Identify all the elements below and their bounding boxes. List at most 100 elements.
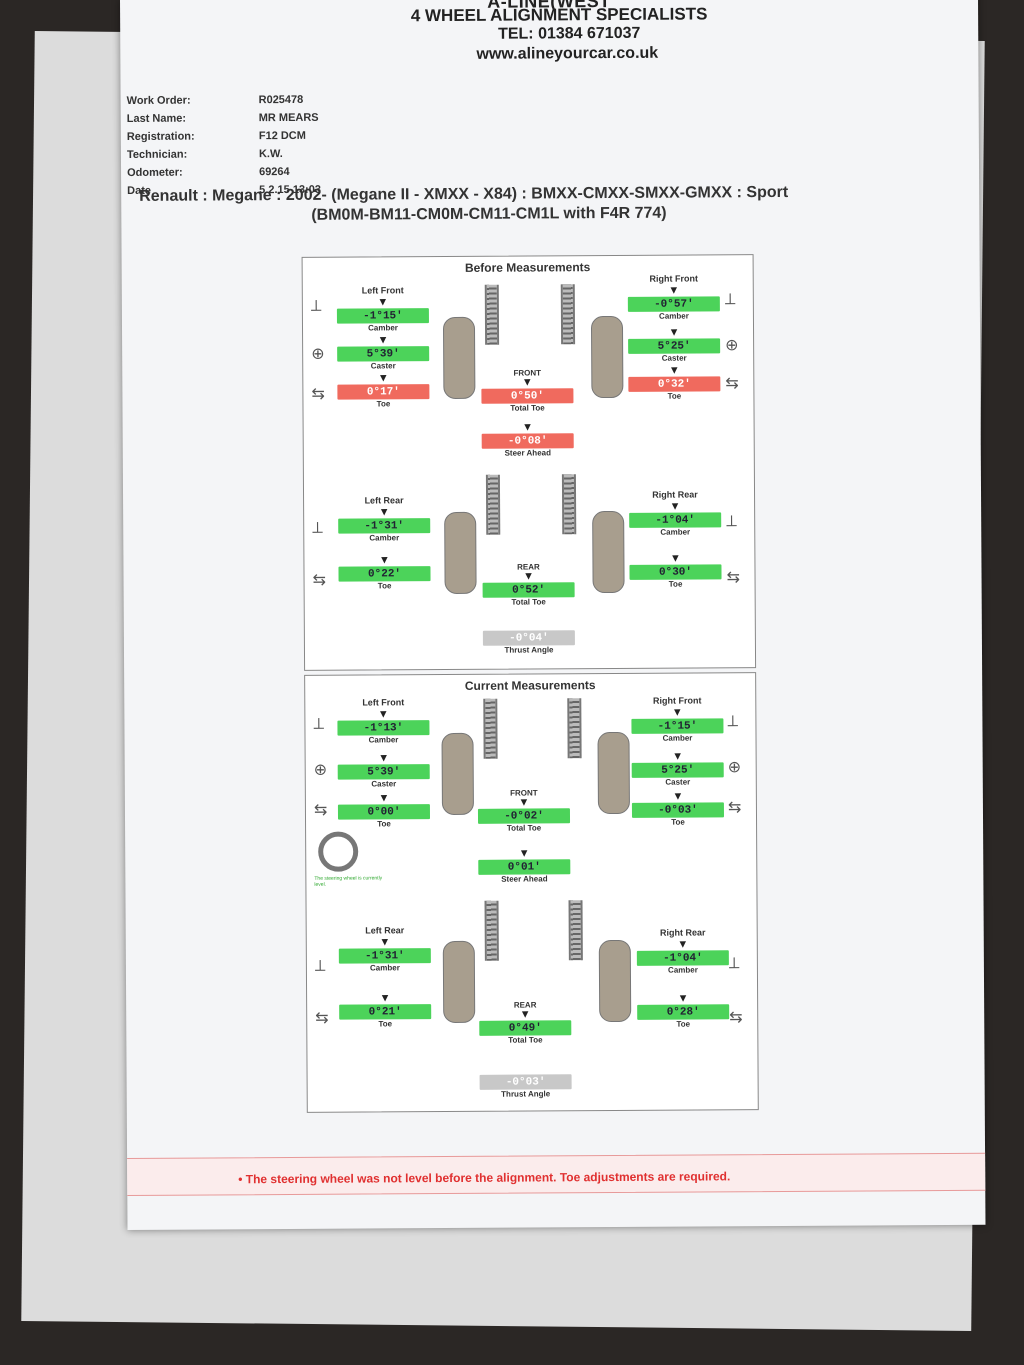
caster-icon: ⊕ <box>725 337 739 355</box>
rr-toe: ▼ 0°28' Toe <box>637 993 730 1029</box>
caster-icon: ⊕ <box>727 759 742 777</box>
measurement-value: 0°01' <box>478 859 571 875</box>
camber-icon: ⟂ <box>726 513 737 531</box>
toe-icon: ⇆ <box>313 801 328 819</box>
measurement-label: Thrust Angle <box>504 645 554 655</box>
measurement-value: -1°15' <box>631 718 724 734</box>
wheel-graphic <box>444 511 477 595</box>
measurement-label: Camber <box>368 735 399 745</box>
camber-icon: ⟂ <box>312 519 323 537</box>
lr-toe: ▼ 0°22' Toe <box>338 554 431 591</box>
rear-total-toe: REAR ▼ 0°52' Total Toe <box>482 562 575 607</box>
steer-ahead: ▼ 0°01' Steer Ahead <box>478 847 571 884</box>
measurement-value: 5°25' <box>631 762 724 778</box>
measurement-value: -0°03' <box>631 802 725 818</box>
strut-graphic <box>568 900 583 961</box>
measurement-label: Toe <box>378 1019 393 1029</box>
steering-wheel-icon <box>318 831 359 872</box>
measurement-value: -1°15' <box>336 308 429 324</box>
wheel-label: Right Front <box>653 695 702 706</box>
camber-icon: ⟂ <box>310 297 322 315</box>
wheel-graphic <box>441 732 474 816</box>
measurement-label: Steer Ahead <box>504 448 551 458</box>
vehicle-description: Renault : Megane : 2002- (Megane II - XM… <box>139 183 789 205</box>
camber-icon: ⟂ <box>728 955 740 973</box>
measurement-label: Toe <box>671 817 685 827</box>
front-total-toe: FRONT ▼ 0°50' Total Toe <box>481 368 574 413</box>
lf-caster: ▼ 5°39' Caster <box>337 752 430 789</box>
arrow-down-icon: ▼ <box>377 296 389 309</box>
arrow-down-icon: ▼ <box>378 554 390 567</box>
measurement-label: Total Toe <box>506 823 542 833</box>
arrow-down-icon: ▼ <box>518 847 530 860</box>
thrust-angle: -0°04' Thrust Angle <box>482 630 575 655</box>
arrow-down-icon: ▼ <box>668 326 680 339</box>
camber-icon: ⟂ <box>314 957 326 975</box>
arrow-down-icon: ▼ <box>377 372 389 385</box>
measurement-value: 0°32' <box>628 376 721 392</box>
rf-caster: ▼ 5°25' Caster <box>631 750 724 787</box>
rf-toe: ▼ -0°03' Toe <box>631 790 725 827</box>
arrow-down-icon: ▼ <box>523 570 535 583</box>
alignment-report-page: A-LINE(WEST 4 WHEEL ALIGNMENT SPECIALIST… <box>120 0 986 1230</box>
info-label: Work Order: <box>126 94 191 107</box>
lf-toe: ▼ 0°17' Toe <box>337 372 430 409</box>
wheel-label: Right Rear <box>652 489 698 500</box>
arrow-down-icon: ▼ <box>672 750 684 763</box>
measurement-label: Toe <box>676 1019 691 1029</box>
measurement-label: Camber <box>369 533 400 543</box>
lf-toe: ▼ 0°00' Toe <box>337 792 431 829</box>
info-value: 69264 <box>259 165 290 179</box>
info-value: F12 DCM <box>258 129 306 143</box>
strut-graphic <box>485 474 501 535</box>
measurement-label: Toe <box>667 391 682 401</box>
lr-camber: Left Rear ▼ -1°31' Camber <box>338 925 431 973</box>
toe-icon: ⇆ <box>315 1009 329 1027</box>
rr-camber: Right Rear ▼ -1°04' Camber <box>629 489 722 537</box>
info-value: R025478 <box>258 93 304 107</box>
wheel-label: Left Rear <box>364 495 404 506</box>
wheel-graphic <box>442 316 476 400</box>
measurement-label: Toe <box>377 819 391 829</box>
wheel-graphic <box>592 510 625 594</box>
info-label: Technician: <box>126 148 188 161</box>
measurement-value: -1°13' <box>337 720 430 736</box>
before-measurements-panel: Before Measurements ⟂ ⊕ ⇆ ⟂ ⊕ ⇆ Left Fro… <box>301 254 757 671</box>
measurement-label: Caster <box>665 777 691 787</box>
info-label: Last Name: <box>126 112 187 125</box>
warning-text: • The steering wheel was not level befor… <box>238 1169 731 1187</box>
arrow-down-icon: ▼ <box>677 938 689 951</box>
camber-icon: ⟂ <box>313 715 325 733</box>
wheel-graphic <box>598 939 632 1023</box>
strut-graphic <box>567 698 582 759</box>
lf-camber: Left Front ▼ -1°13' Camber <box>337 697 430 745</box>
wheel-label: Right Front <box>649 273 698 284</box>
caster-icon: ⊕ <box>311 345 325 363</box>
measurement-value: 0°21' <box>339 1004 432 1020</box>
measurement-label: Total Toe <box>510 403 545 413</box>
measurement-value: -0°04' <box>482 630 575 646</box>
measurement-label: Camber <box>662 733 693 743</box>
company-phone: TEL: 01384 671037 <box>497 24 641 43</box>
arrow-down-icon: ▼ <box>672 790 684 803</box>
measurement-label: Total Toe <box>511 597 546 607</box>
measurement-value: 0°50' <box>481 388 574 404</box>
measurement-value: 0°30' <box>629 564 722 580</box>
measurement-label: Caster <box>370 361 396 371</box>
measurement-value: -1°04' <box>636 950 729 966</box>
wheel-label: Left Front <box>361 285 404 296</box>
vehicle-variant: (BM0M-BM11-CM0M-CM11-CM1L with F4R 774) <box>311 204 667 224</box>
measurement-label: Camber <box>369 963 400 973</box>
rf-toe: ▼ 0°32' Toe <box>628 365 721 401</box>
measurement-label: Steer Ahead <box>501 874 548 884</box>
rr-toe: ▼ 0°30' Toe <box>629 553 722 589</box>
work-order-info: Work Order:R025478 Last Name:MR MEARS Re… <box>127 91 321 200</box>
info-label: Registration: <box>126 130 195 143</box>
measurement-value: -1°31' <box>338 518 431 534</box>
measurement-value: 0°17' <box>337 384 430 400</box>
toe-icon: ⇆ <box>725 375 739 393</box>
rf-caster: ▼ 5°25' Caster <box>628 326 721 363</box>
arrow-down-icon: ▼ <box>378 506 390 519</box>
measurement-label: Caster <box>371 779 397 789</box>
strut-graphic <box>484 900 499 961</box>
